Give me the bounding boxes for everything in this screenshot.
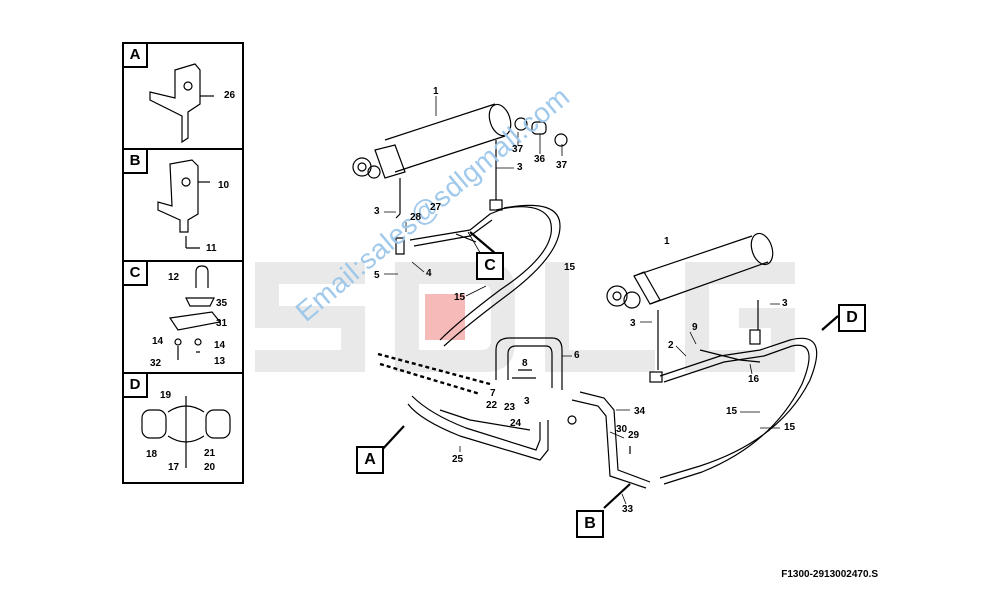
part-label: 7 — [490, 388, 496, 399]
detail-box-label: D — [122, 372, 148, 398]
part-label: 30 — [616, 424, 628, 435]
part-label: 3 — [782, 298, 788, 309]
part-label: 3 — [524, 396, 530, 407]
detail-a-bracket — [149, 63, 214, 144]
part-label: 20 — [204, 462, 216, 473]
part-label: 18 — [146, 449, 158, 460]
detail-d-blocks — [141, 396, 231, 468]
part-label: 8 — [522, 358, 528, 369]
part-label: 3 — [630, 318, 636, 329]
center-hoses — [407, 337, 651, 489]
part-label: 24 — [510, 418, 522, 429]
part-label: 3 — [517, 162, 523, 173]
part-label: 9 — [692, 322, 698, 333]
part-label: 23 — [504, 402, 516, 413]
part-label: 32 — [150, 358, 162, 369]
callout-c: C — [476, 252, 504, 280]
detail-box-c: C 12 35 31 14 14 32 13 — [122, 260, 244, 374]
callout-b: B — [576, 510, 604, 538]
part-label: 1 — [664, 236, 670, 247]
part-label: 29 — [628, 430, 640, 441]
part-label: 5 — [374, 270, 380, 281]
drawing-reference-code: F1300-2913002470.S — [781, 569, 878, 580]
callout-d: D — [838, 304, 866, 332]
detail-box-b: B 10 11 — [122, 148, 244, 262]
part-label: 1 — [433, 86, 439, 97]
part-label: 28 — [410, 212, 422, 223]
part-label: 16 — [748, 374, 760, 385]
part-label: 15 — [784, 422, 796, 433]
part-label: 25 — [452, 454, 464, 465]
part-label: 12 — [168, 272, 180, 283]
part-label: 15 — [564, 262, 576, 273]
part-label: 37 — [512, 144, 524, 155]
part-label: 6 — [574, 350, 580, 361]
callout-a: A — [356, 446, 384, 474]
part-label: 15 — [454, 292, 466, 303]
part-label: 17 — [168, 462, 180, 473]
part-label: 19 — [160, 390, 172, 401]
part-label: 10 — [218, 180, 230, 191]
part-label: 11 — [206, 243, 217, 254]
detail-box-a: A 26 — [122, 42, 244, 150]
part-label: 34 — [634, 406, 646, 417]
part-label: 3 — [374, 206, 380, 217]
part-label: 22 — [486, 400, 498, 411]
detail-b-bracket — [157, 159, 210, 249]
detail-box-label: A — [122, 42, 148, 68]
part-label: 35 — [216, 298, 228, 309]
part-label: 33 — [622, 504, 634, 515]
detail-box-label: C — [122, 260, 148, 286]
detail-box-label: B — [122, 148, 148, 174]
upper-cylinder — [352, 103, 568, 255]
right-hoses — [659, 337, 818, 485]
part-label: 37 — [556, 160, 568, 171]
detail-box-d: D 19 18 17 21 20 — [122, 372, 244, 484]
part-label: 4 — [426, 268, 432, 279]
part-label: 14 — [152, 336, 164, 347]
part-label: 14 — [214, 340, 226, 351]
part-label: 27 — [430, 202, 442, 213]
detail-c-clamp — [168, 265, 222, 360]
part-label: 15 — [726, 406, 738, 417]
part-label: 31 — [216, 318, 228, 329]
part-label: 13 — [214, 356, 226, 367]
part-label: 36 — [534, 154, 546, 165]
part-label: 2 — [668, 340, 674, 351]
right-cylinder — [606, 232, 774, 383]
part-label: 26 — [224, 90, 236, 101]
part-label: 21 — [204, 448, 216, 459]
